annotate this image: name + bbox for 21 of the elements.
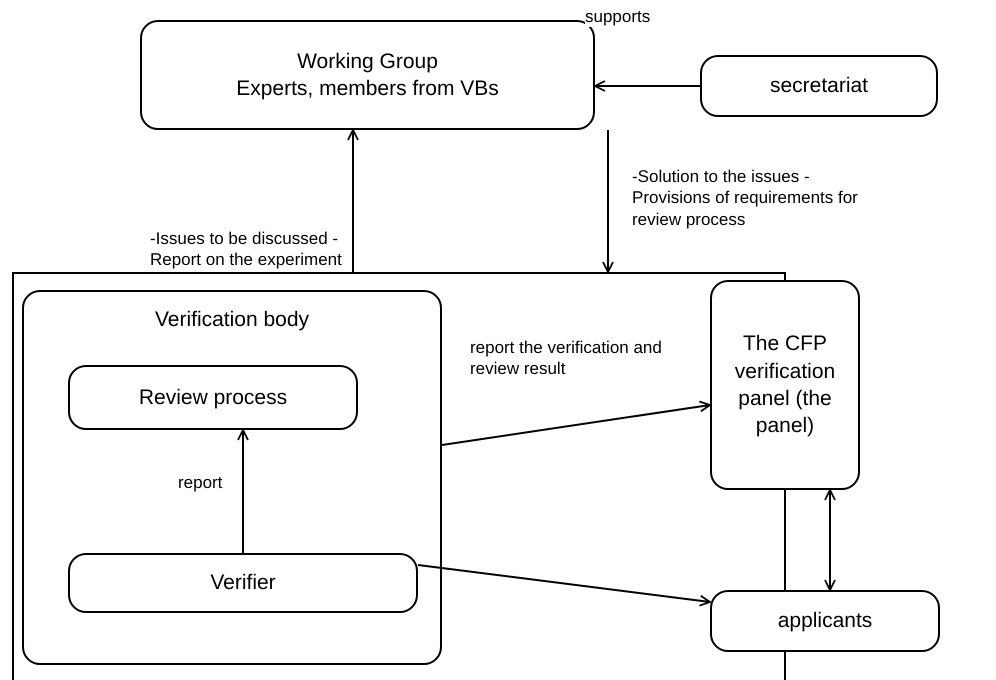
arrow [442,400,711,446]
node-label: Verifier [210,570,276,596]
process-box [710,590,940,652]
node-label: applicants [778,608,872,634]
node-subtitle: Experts, members from VBs [236,76,499,102]
group-box [22,290,442,665]
group-title: Verification body [154,307,310,333]
process-box [710,280,860,490]
arrow [237,429,249,553]
process-box [68,553,418,613]
node-label: Working Group [297,48,438,75]
arrow [594,80,700,92]
arrow [418,564,711,607]
process-box [68,365,358,430]
node-label: Review process [138,384,288,411]
node-label: secretariat [770,73,868,100]
process-box [700,55,938,117]
arrow [602,130,614,273]
arrow [824,489,836,591]
node-label: The CFP verification panel (the panel) [734,331,836,440]
arrow [347,129,359,272]
